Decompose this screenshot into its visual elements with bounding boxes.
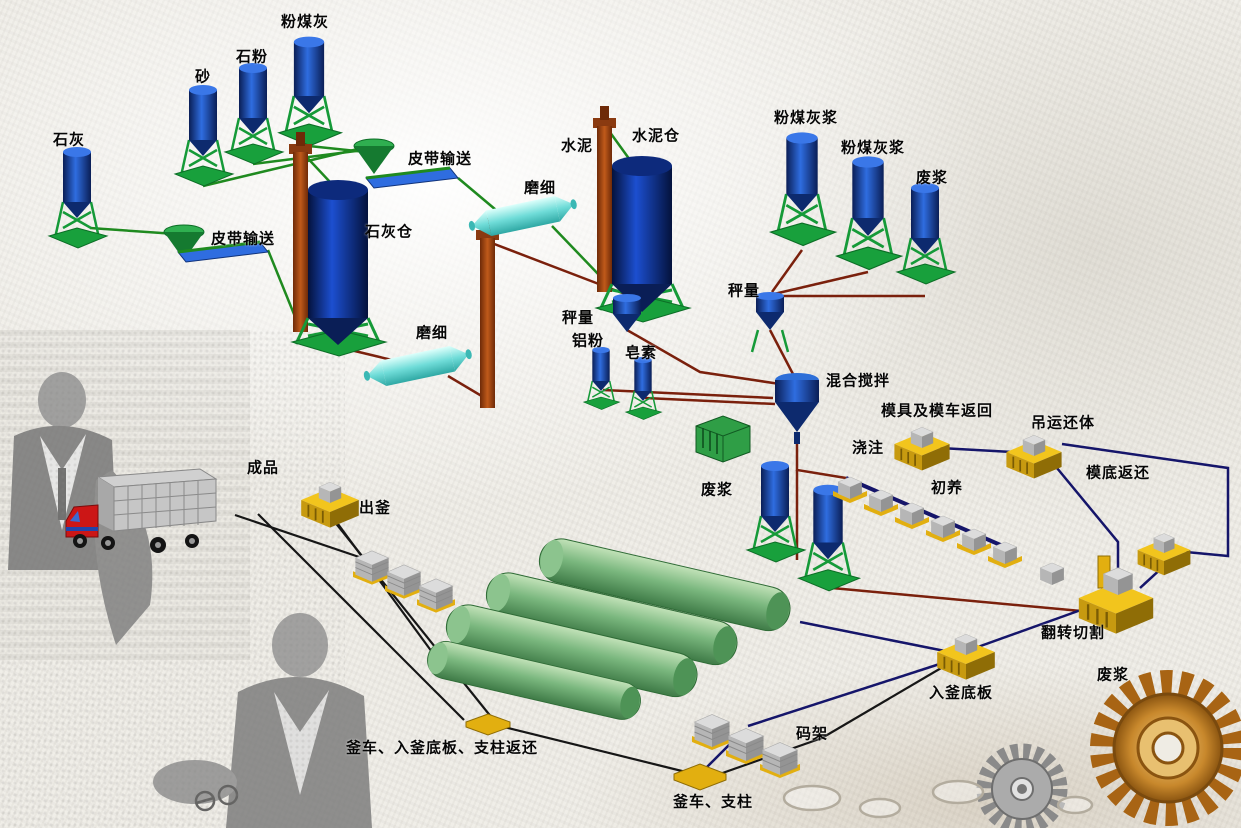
label-saponin: 皂素 — [624, 344, 658, 362]
weigh-hopper-center — [613, 294, 641, 332]
label-cement: 水泥 — [560, 137, 594, 155]
label-autoclave-car-pillar: 釜车、支柱 — [672, 793, 754, 811]
label-belt-conveyor-left: 皮带输送 — [210, 230, 276, 248]
label-stone-powder: 石粉 — [235, 48, 269, 66]
plate-autoclave-car — [673, 763, 727, 791]
finished-product-stacks — [353, 551, 455, 613]
label-belt-conveyor-top: 皮带输送 — [407, 150, 473, 168]
label-waste-slurry-center: 废浆 — [700, 481, 734, 499]
label-grinding-top: 磨细 — [523, 179, 557, 197]
gear-large-icon — [1090, 670, 1241, 826]
silo-fly-ash-slurry-1 — [769, 130, 837, 247]
precuring-mold-line — [833, 477, 1022, 568]
plate-return-car — [465, 713, 511, 736]
silo-saponin — [624, 356, 663, 421]
silo-fly-ash — [277, 35, 343, 148]
belt-conveyor-top — [365, 166, 459, 189]
label-lime-silo: 石灰仓 — [364, 223, 414, 241]
label-finished-product: 成品 — [246, 459, 280, 477]
machine-hoist-green-body — [1005, 434, 1063, 480]
machine-mold-return — [893, 426, 951, 472]
machine-autoclave-plate-in — [936, 633, 996, 681]
silo-waste-slurry-top — [895, 181, 957, 286]
label-waste-slurry-top: 废浆 — [915, 169, 949, 187]
label-aluminum-powder: 铝粉 — [571, 332, 605, 350]
silo-aluminum-powder — [582, 346, 621, 411]
mixer — [775, 373, 819, 444]
label-weighing-center: 秤量 — [561, 309, 595, 327]
label-hoist-green-body: 吊运还体 — [1030, 414, 1096, 432]
silo-sand — [173, 83, 235, 188]
control-cabinet — [695, 415, 751, 463]
truck — [65, 468, 218, 553]
label-lime: 石灰 — [52, 131, 86, 149]
weigh-hopper-right — [750, 292, 790, 353]
silo-stone-powder — [223, 61, 285, 166]
bucket-elevator-cement — [593, 106, 616, 292]
label-mold-bottom-return: 模底返还 — [1085, 464, 1151, 482]
label-cement-silo: 水泥仓 — [631, 127, 681, 145]
silo-fly-ash-slurry-2 — [835, 154, 903, 271]
gear-small-icon — [976, 743, 1068, 828]
bucket-elevator-lime — [289, 132, 312, 332]
hopper-mix-feed — [353, 138, 395, 175]
label-waste-slurry-bottom: 废浆 — [1096, 666, 1130, 684]
label-mold-return: 模具及模车返回 — [880, 402, 994, 420]
label-fly-ash-slurry-1: 粉煤灰浆 — [773, 109, 839, 127]
belt-conveyor-left — [177, 240, 269, 263]
autoclaves — [423, 534, 795, 724]
water-droplets — [782, 779, 1094, 819]
label-out-of-autoclave: 出釜 — [358, 499, 392, 517]
label-casting: 浇注 — [851, 439, 885, 457]
bucket-elevator-mill — [476, 218, 499, 408]
silo-lime — [47, 145, 109, 250]
label-stacking-rack: 码架 — [795, 725, 829, 743]
label-autoclave-plate-in: 入釜底板 — [928, 684, 994, 702]
label-mixing: 混合搅拌 — [825, 372, 891, 390]
label-car-plate-pillar-return: 釜车、入釜底板、支柱返还 — [345, 739, 539, 757]
machine-mold-bottom-return — [1136, 533, 1192, 577]
label-precuring: 初养 — [930, 479, 964, 497]
machine-flip-cutter — [1077, 555, 1155, 635]
crate-single — [1039, 562, 1065, 586]
silo-lime-big — [290, 180, 388, 357]
silo-cement-big — [594, 156, 692, 323]
photo-businessmen — [0, 330, 372, 828]
label-sand: 砂 — [194, 68, 212, 86]
label-fly-ash: 粉煤灰 — [280, 13, 330, 31]
label-grinding-bottom: 磨细 — [415, 324, 449, 342]
label-flip-cutting: 翻转切割 — [1040, 624, 1106, 642]
label-weighing-right: 秤量 — [727, 282, 761, 300]
label-fly-ash-slurry-2: 粉煤灰浆 — [840, 139, 906, 157]
